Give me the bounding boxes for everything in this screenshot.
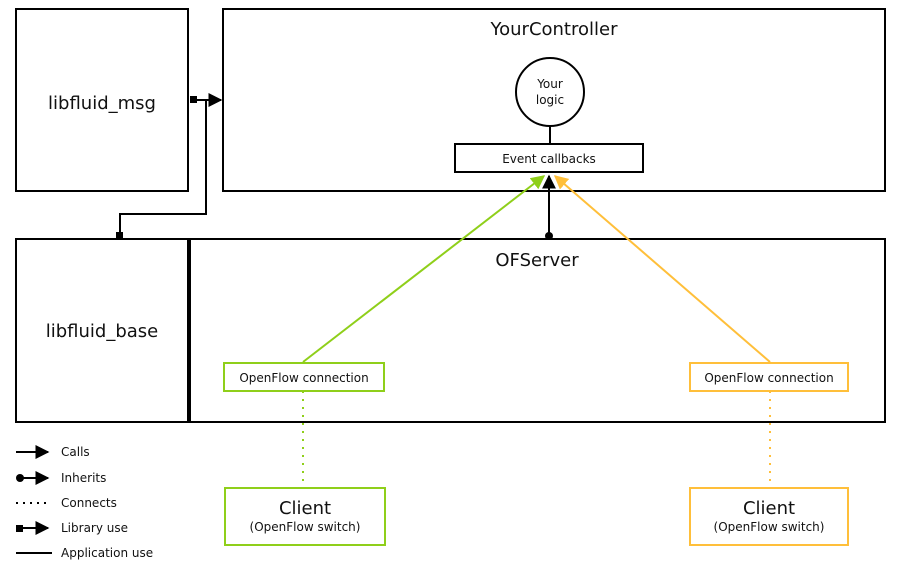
event-callbacks-box: Event callbacks: [454, 143, 644, 173]
openflow-connection-left-label: OpenFlow connection: [239, 371, 368, 385]
legend-inherits-label: Inherits: [61, 471, 106, 485]
legend-application-use-label: Application use: [61, 546, 153, 560]
openflow-connection-right-label: OpenFlow connection: [704, 371, 833, 385]
openflow-connection-left-box: OpenFlow connection: [223, 362, 385, 392]
legend-connects-label: Connects: [61, 496, 117, 510]
client-left-title: Client: [279, 498, 331, 519]
library-use-connector-base: [116, 100, 207, 239]
your-logic-circle: Your logic: [515, 57, 585, 127]
event-callbacks-label: Event callbacks: [502, 152, 596, 166]
legend-inherits: Inherits: [16, 471, 106, 485]
client-left-subtitle: (OpenFlow switch): [250, 520, 361, 534]
libfluid-base-box: libfluid_base: [15, 238, 189, 423]
libfluid-msg-label: libfluid_msg: [48, 93, 156, 114]
right-connection-call-arrow: [553, 175, 771, 363]
legend: Calls Inherits Connects Library use Appl…: [16, 445, 153, 560]
client-right-title: Client: [743, 498, 795, 519]
left-connection-call-arrow: [302, 175, 546, 363]
library-use-connector-msg: [190, 93, 223, 107]
openflow-connection-right-box: OpenFlow connection: [689, 362, 849, 392]
legend-calls: Calls: [16, 445, 90, 459]
your-logic-label-line1: Your: [536, 77, 563, 91]
legend-connects: Connects: [16, 496, 117, 510]
inherits-connector: [542, 174, 556, 240]
client-left-box: Client (OpenFlow switch): [224, 487, 386, 546]
ofserver-box: OFServer: [189, 238, 886, 423]
your-controller-label: YourController: [490, 19, 619, 40]
ofserver-label: OFServer: [495, 250, 579, 271]
libfluid-msg-box: libfluid_msg: [15, 8, 189, 192]
your-logic-label-line2: logic: [536, 93, 564, 107]
legend-application-use: Application use: [16, 546, 153, 560]
libfluid-base-label: libfluid_base: [46, 321, 159, 342]
client-right-box: Client (OpenFlow switch): [689, 487, 849, 546]
client-right-subtitle: (OpenFlow switch): [714, 520, 825, 534]
legend-library-use-label: Library use: [61, 521, 128, 535]
legend-calls-label: Calls: [61, 445, 90, 459]
legend-library-use: Library use: [16, 521, 128, 535]
